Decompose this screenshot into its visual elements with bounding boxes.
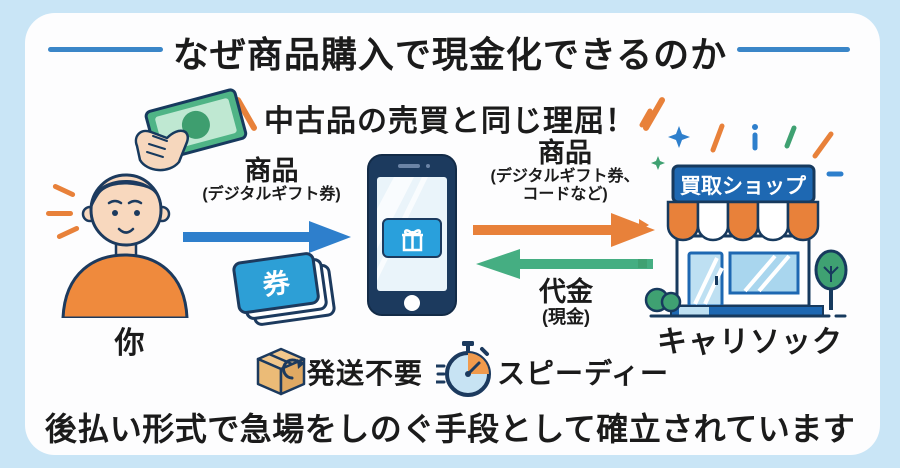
sparkles (638, 108, 844, 268)
gift-cards-icon: 券 (232, 252, 336, 326)
package-box-icon (256, 347, 306, 396)
person-label: 你 (114, 327, 146, 360)
subtitle-text: 中古品の売買と同じ理屈！ (264, 105, 636, 138)
bush (644, 287, 682, 313)
flow-goods-to-phone-label: 商品 (デジタルギフト券) (184, 156, 359, 204)
flow-goods-to-shop-label: 商品 (デジタルギフト券、 コードなど) (465, 138, 665, 204)
gift-box-icon (402, 229, 423, 252)
feature-no-shipping: 発送不要 (307, 358, 424, 389)
money-hand-icon (134, 88, 248, 172)
page-title: なぜ商品購入で現金化できるのか (172, 34, 728, 75)
arrow-right-blue (183, 221, 351, 253)
door (687, 251, 724, 308)
footer-text: 後払い形式で急場をしのぐ手段として確立されています (44, 411, 856, 447)
gift-card-on-screen (382, 218, 442, 258)
flow-title: 商品 (244, 156, 299, 186)
gift-card-glyph: 券 (261, 266, 293, 301)
flow-title: 商品 (538, 138, 592, 168)
tree (814, 249, 848, 310)
title-rule-right (737, 47, 850, 52)
title-rule-left (48, 47, 163, 52)
flow-title: 代金 (539, 277, 593, 307)
arrow-left-green (476, 249, 653, 279)
flow-subtitle: (デジタルギフト券) (202, 186, 341, 204)
feature-speedy: スピーディー (497, 358, 670, 389)
flow-subtitle: (現金) (542, 307, 590, 328)
shop-sign-text: 買取ショップ (680, 175, 807, 198)
window (728, 251, 800, 295)
flow-subtitle: (デジタルギフト券、 (490, 168, 640, 186)
flow-payment-label: 代金 (現金) (496, 277, 636, 327)
shop-icon: 買取ショップ (638, 108, 848, 318)
arrow-right-orange (473, 213, 655, 247)
hand (134, 129, 190, 172)
smartphone-icon (367, 154, 457, 316)
shop-label: キャリソック (657, 326, 843, 359)
flow-subtitle: コードなど) (522, 186, 608, 204)
awning (666, 200, 820, 242)
person-icon (61, 173, 189, 318)
stopwatch-icon (436, 341, 491, 397)
spark-dash (46, 211, 73, 216)
